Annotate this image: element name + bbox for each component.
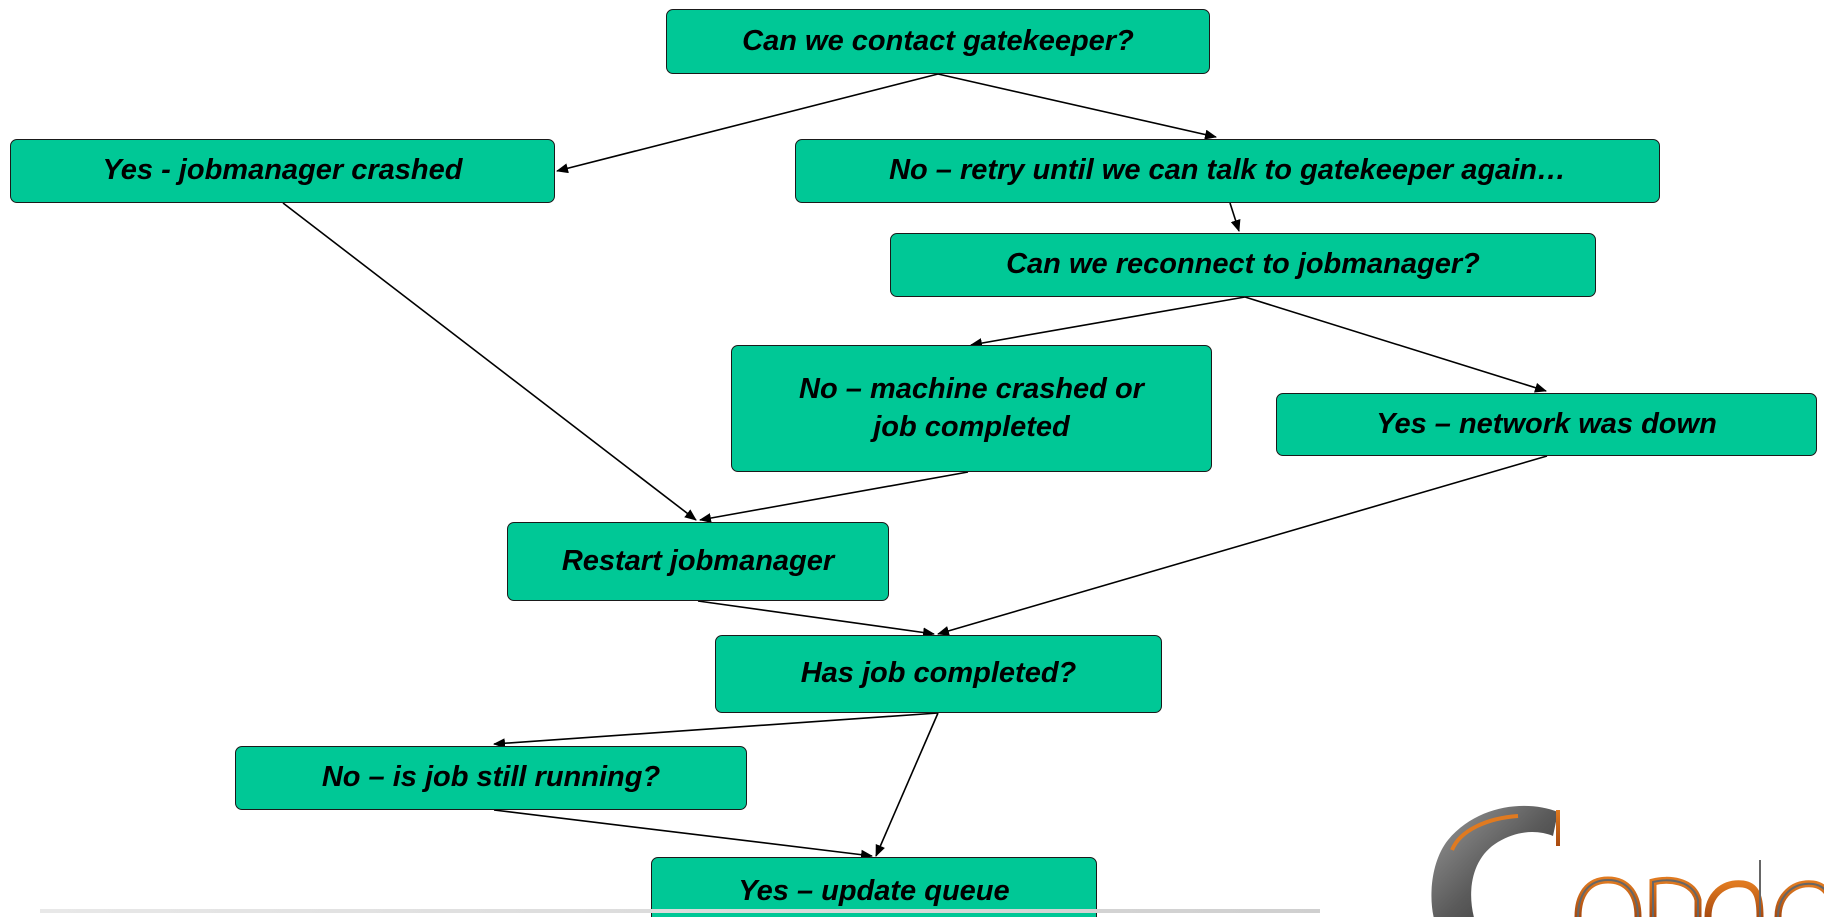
node-gatekeeper-question: Can we contact gatekeeper? bbox=[666, 9, 1210, 74]
node-job-completed-question: Has job completed? bbox=[715, 635, 1162, 713]
condor-logo-graphic bbox=[1431, 805, 1824, 917]
edge-restart-to-job-completed bbox=[697, 600, 935, 638]
edge-yes-network-to-job-completed bbox=[937, 455, 1548, 636]
footer-rule bbox=[40, 909, 1320, 913]
edge-no-running-to-update-queue bbox=[493, 809, 873, 860]
node-no-retry-gatekeeper: No – retry until we can talk to gatekeep… bbox=[795, 139, 1660, 203]
edge-job-completed-to-no-running bbox=[493, 712, 939, 749]
node-reconnect-question: Can we reconnect to jobmanager? bbox=[890, 233, 1596, 297]
node-no-machine-crashed: No – machine crashed or job completed bbox=[731, 345, 1212, 472]
edge-yes-crashed-to-restart bbox=[282, 202, 697, 521]
condor-logo bbox=[1408, 800, 1824, 917]
edge-gatekeeper-to-yes-crashed bbox=[556, 73, 939, 174]
edge-gatekeeper-to-no-retry bbox=[937, 73, 1217, 140]
node-restart-jobmanager: Restart jobmanager bbox=[507, 522, 889, 601]
edge-no-retry-to-reconnect bbox=[1229, 202, 1241, 232]
node-yes-jobmanager-crashed: Yes - jobmanager crashed bbox=[10, 139, 555, 203]
node-yes-network-down: Yes – network was down bbox=[1276, 393, 1817, 456]
edge-job-completed-to-update-queue bbox=[875, 712, 939, 857]
edge-reconnect-to-yes-network bbox=[1244, 296, 1547, 393]
edge-no-machine-to-restart bbox=[699, 471, 969, 523]
node-yes-update-queue: Yes – update queue bbox=[651, 857, 1097, 917]
node-no-still-running: No – is job still running? bbox=[235, 746, 747, 810]
edge-reconnect-to-no-machine bbox=[970, 296, 1246, 349]
